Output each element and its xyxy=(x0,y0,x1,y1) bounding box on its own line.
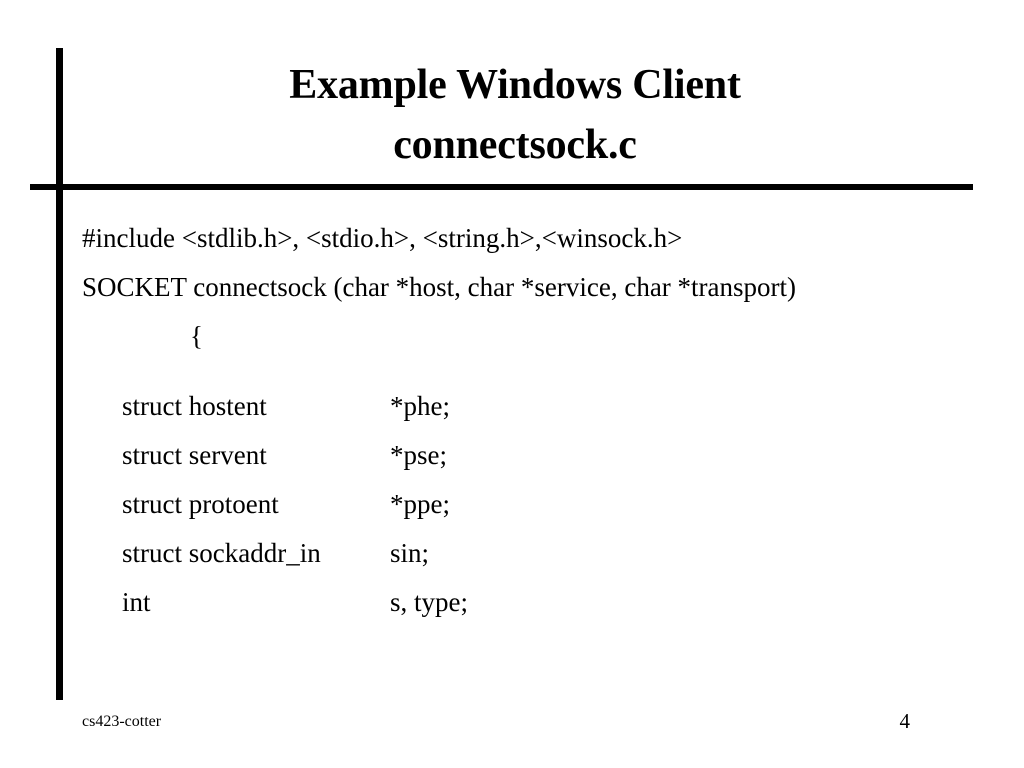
declaration-row: struct hostent *phe; xyxy=(82,382,1012,431)
declaration-row: int s, type; xyxy=(82,578,1012,627)
horizontal-rule-decoration xyxy=(30,184,973,190)
declaration-type: struct protoent xyxy=(122,489,279,519)
title-line-1: Example Windows Client xyxy=(289,62,741,108)
declaration-name: *phe; xyxy=(390,391,450,421)
code-line-open-brace: { xyxy=(190,321,203,351)
code-body: #include <stdlib.h>, <stdio.h>, <string.… xyxy=(82,214,1012,627)
title-line-2: connectsock.c xyxy=(393,122,637,168)
declaration-name: *pse; xyxy=(390,440,447,470)
declaration-row: struct sockaddr_in sin; xyxy=(82,529,1012,578)
footer-course-label: cs423-cotter xyxy=(82,713,162,730)
declaration-type: int xyxy=(122,587,151,617)
declaration-type: struct sockaddr_in xyxy=(122,538,321,568)
declaration-row: struct servent *pse; xyxy=(82,431,1012,480)
page-title: Example Windows Client connectsock.c xyxy=(60,55,970,175)
declaration-name: s, type; xyxy=(390,587,468,617)
code-line-include: #include <stdlib.h>, <stdio.h>, <string.… xyxy=(82,223,683,253)
declaration-name: sin; xyxy=(390,538,430,568)
footer-page-number: 4 xyxy=(899,709,911,733)
declaration-name: *ppe; xyxy=(390,489,450,519)
code-line-signature: SOCKET connectsock (char *host, char *se… xyxy=(82,272,797,302)
declaration-type: struct servent xyxy=(122,440,267,470)
declaration-list: struct hostent*phe; struct servent*pse; … xyxy=(82,382,1012,627)
declaration-type: struct hostent xyxy=(122,391,267,421)
declaration-row: struct protoent *ppe; xyxy=(82,480,1012,529)
vertical-rule-decoration xyxy=(56,48,63,700)
